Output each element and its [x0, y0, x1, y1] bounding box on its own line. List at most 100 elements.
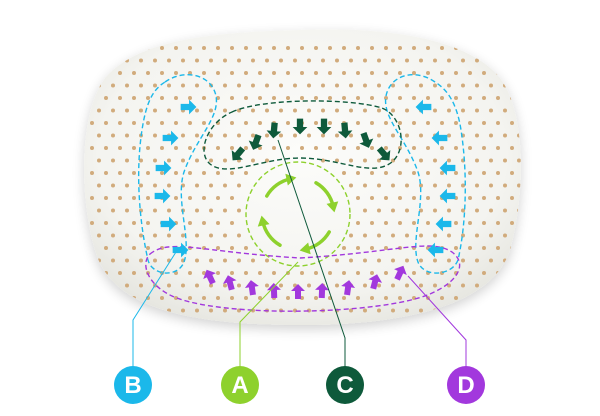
- perforation-dot: [384, 296, 388, 300]
- perforation-dot: [503, 233, 507, 238]
- perforation-dot: [594, 71, 598, 75]
- perforation-dot: [153, 308, 157, 313]
- perforation-dot: [258, 71, 262, 75]
- perforation-dot: [475, 233, 479, 238]
- perforation-dot: [167, 183, 171, 188]
- perforation-dot: [181, 133, 185, 138]
- perforation-dot: [230, 246, 234, 250]
- perforation-dot: [356, 196, 360, 200]
- perforation-dot: [167, 83, 171, 88]
- perforation-dot: [461, 108, 465, 113]
- zone-a-leader-line: [239, 261, 299, 374]
- perforation-dot: [447, 108, 451, 113]
- perforation-dot: [391, 108, 395, 113]
- perforation-dot: [153, 233, 157, 238]
- perforation-dot: [552, 96, 556, 100]
- perforation-dot: [594, 171, 598, 175]
- perforation-dot: [188, 71, 192, 75]
- perforation-dot: [594, 246, 598, 250]
- perforation-dot: [419, 58, 423, 63]
- perforation-dot: [237, 183, 241, 188]
- perforation-dot: [531, 259, 535, 263]
- perforation-dot: [90, 121, 94, 125]
- perforation-dot: [412, 46, 416, 50]
- perforation-dot: [454, 46, 458, 50]
- perforation-dot: [146, 196, 150, 200]
- perforation-dot: [97, 283, 101, 288]
- perforation-dot: [160, 96, 164, 100]
- perforation-dot: [503, 283, 507, 288]
- perforation-dot: [447, 83, 451, 88]
- direction-arrow: [315, 283, 330, 299]
- perforation-dot: [475, 308, 479, 313]
- perforation-dot: [97, 83, 101, 88]
- perforation-dot: [517, 233, 521, 238]
- perforation-dot: [461, 83, 465, 88]
- perforation-dot: [230, 196, 234, 200]
- perforation-dot: [482, 121, 486, 125]
- perforation-dot: [503, 133, 507, 138]
- perforation-dot: [97, 258, 101, 263]
- perforation-dot: [321, 133, 325, 138]
- perforation-dot: [202, 271, 206, 275]
- perforation-dot: [384, 171, 388, 175]
- perforation-dot: [104, 196, 108, 200]
- perforation-dot: [97, 233, 101, 238]
- perforation-dot: [391, 183, 395, 188]
- perforation-dot: [398, 296, 402, 300]
- perforation-dot: [293, 133, 297, 138]
- rotation-arrowhead: [299, 242, 311, 255]
- perforation-dot: [167, 283, 171, 288]
- perforation-dot: [209, 158, 213, 163]
- perforation-dot: [307, 108, 311, 113]
- perforation-dot: [510, 196, 514, 200]
- perforation-dot: [244, 146, 248, 150]
- perforation-dot: [573, 284, 577, 288]
- perforation-dot: [188, 296, 192, 300]
- perforation-dot: [223, 158, 227, 163]
- perforation-dot: [370, 271, 374, 275]
- perforation-dot: [342, 271, 346, 275]
- perforation-dot: [377, 108, 381, 113]
- perforation-dot: [489, 58, 493, 63]
- perforation-dot: [412, 71, 416, 75]
- perforation-dot: [216, 296, 220, 300]
- perforation-dot: [545, 159, 549, 163]
- perforation-dot: [440, 71, 444, 75]
- perforation-dot: [230, 271, 234, 275]
- perforation-dot: [517, 158, 521, 163]
- perforation-dot: [223, 283, 227, 288]
- perforation-dot: [104, 71, 108, 75]
- perforation-dot: [510, 271, 514, 275]
- perforation-dot: [111, 308, 115, 313]
- perforation-dot: [587, 109, 591, 113]
- perforation-dot: [468, 71, 472, 75]
- perforation-dot: [314, 146, 318, 150]
- perforation-dot: [398, 96, 402, 100]
- perforation-dot: [475, 283, 479, 288]
- perforation-dot: [496, 146, 500, 150]
- perforation-dot: [566, 121, 570, 125]
- perforation-dot: [314, 121, 318, 125]
- perforation-dot: [545, 309, 549, 313]
- perforation-dot: [202, 296, 206, 300]
- perforation-dot: [503, 158, 507, 163]
- perforation-dot: [251, 83, 255, 88]
- perforation-dot: [496, 246, 500, 250]
- perforation-dot: [237, 208, 241, 213]
- perforation-dot: [230, 171, 234, 175]
- perforation-dot: [475, 183, 479, 188]
- perforation-dot: [216, 146, 220, 150]
- perforation-dot: [594, 221, 598, 225]
- perforation-dot: [545, 234, 549, 238]
- perforation-dot: [237, 258, 241, 263]
- perforation-dot: [566, 246, 570, 250]
- perforation-dot: [454, 96, 458, 100]
- perforation-dot: [251, 133, 255, 138]
- perforation-dot: [531, 134, 535, 138]
- perforation-dot: [573, 309, 577, 313]
- perforation-dot: [594, 96, 598, 100]
- perforation-dot: [146, 171, 150, 175]
- perforation-dot: [573, 184, 577, 188]
- perforation-dot: [321, 58, 325, 63]
